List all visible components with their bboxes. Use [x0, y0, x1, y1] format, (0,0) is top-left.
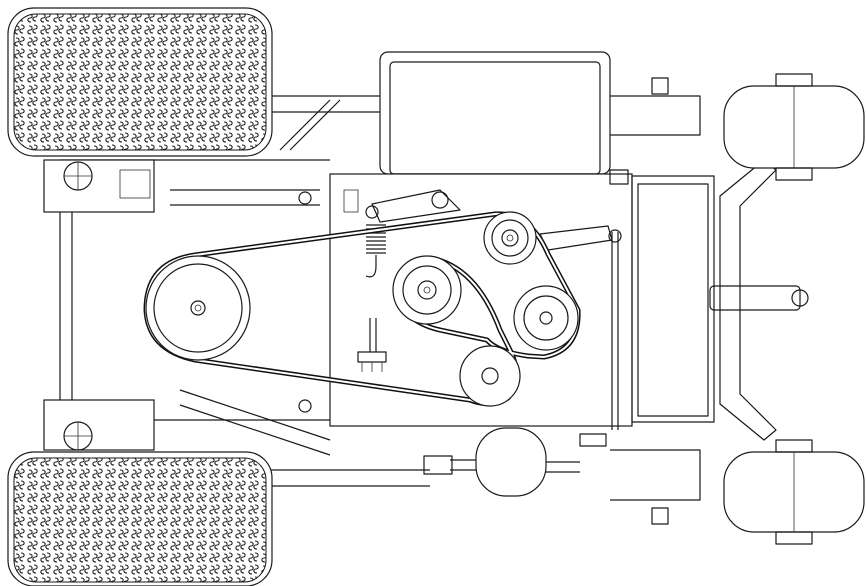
caster-wheel-top — [723, 73, 865, 181]
pulley-lower — [459, 345, 521, 407]
tire-rear-right — [7, 451, 273, 586]
caster-wheel-bottom — [723, 439, 865, 545]
pulley-upper-right — [483, 211, 537, 265]
front-axle — [709, 159, 809, 441]
hub-right — [43, 399, 155, 451]
pulley-right — [513, 285, 579, 351]
lever — [357, 318, 387, 372]
hub-left — [43, 159, 155, 213]
pulley-middle — [392, 255, 462, 325]
gear-box — [379, 51, 611, 175]
fittings — [579, 77, 669, 525]
tension-spring — [365, 224, 386, 278]
idler-arm — [343, 189, 461, 223]
pulley-large — [145, 255, 251, 361]
tensioner-bracket — [539, 225, 613, 251]
canister — [423, 427, 580, 497]
chain — [608, 229, 622, 430]
tire-rear-left — [7, 7, 273, 157]
